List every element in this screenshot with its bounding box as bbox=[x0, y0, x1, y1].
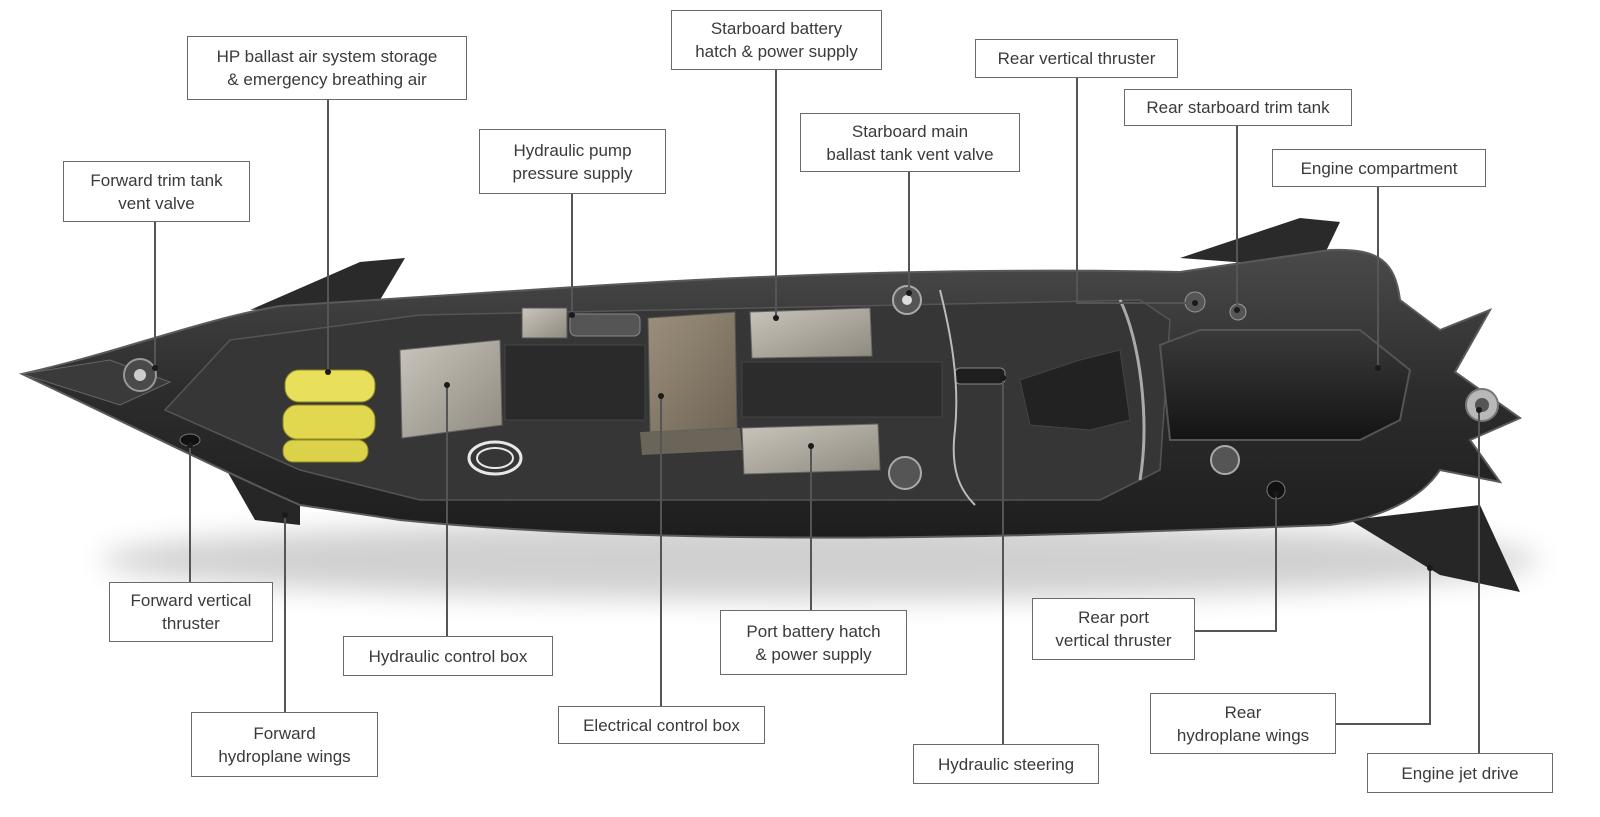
callout-line: Rear vertical thruster bbox=[997, 49, 1156, 68]
callout-line: hydroplane wings bbox=[218, 746, 351, 766]
callout-line: Port battery hatch bbox=[746, 621, 881, 641]
callout-line: Forward vertical bbox=[130, 591, 252, 610]
callout-forward-trim-tank-vent-valve: Forward trim tank vent valve bbox=[63, 161, 250, 222]
callout-line: Rear starboard trim tank bbox=[1146, 98, 1330, 117]
callout-line: hydroplane wings bbox=[1176, 725, 1310, 745]
equipment bbox=[123, 285, 1499, 506]
air-tank bbox=[282, 404, 376, 440]
callout-line: Starboard main bbox=[851, 121, 969, 141]
callout-port-battery-hatch: Port battery hatch & power supply bbox=[720, 610, 907, 675]
callout-line: Rear bbox=[1224, 702, 1262, 722]
callout-line: ballast tank vent valve bbox=[826, 144, 994, 164]
callout-rear-vertical-thruster: Rear vertical thruster bbox=[975, 39, 1178, 78]
callout-line: Electrical control box bbox=[583, 715, 740, 735]
hydraulic-steering-shape bbox=[954, 367, 1006, 385]
hydraulic-control-box-shape bbox=[399, 339, 503, 439]
callout-line: HP ballast air system storage bbox=[216, 47, 438, 66]
callout-line: Starboard battery bbox=[710, 19, 843, 38]
callout-line: Hydraulic pump bbox=[513, 140, 632, 160]
callout-engine-compartment: Engine compartment bbox=[1272, 149, 1486, 187]
air-tank bbox=[282, 439, 369, 463]
port-ballast-vent bbox=[888, 456, 922, 490]
leader-dots bbox=[152, 290, 1482, 571]
starboard-battery-hatch-shape bbox=[749, 307, 873, 359]
callout-starboard-main-ballast-vent: Starboard main ballast tank vent valve bbox=[800, 113, 1020, 172]
callout-line: & power supply bbox=[755, 644, 872, 664]
ground-shadow bbox=[100, 520, 1540, 600]
callout-hp-ballast-air-system: HP ballast air system storage & emergenc… bbox=[187, 36, 467, 100]
engine-compartment-shape bbox=[1158, 329, 1412, 441]
callout-hydraulic-steering: Hydraulic steering bbox=[913, 744, 1099, 784]
callout-line: Engine compartment bbox=[1300, 158, 1458, 178]
callout-line: Forward bbox=[253, 723, 316, 743]
callout-line: pressure supply bbox=[512, 163, 633, 183]
callout-electrical-control-box: Electrical control box bbox=[558, 706, 765, 744]
callout-hydraulic-pump-pressure-supply: Hydraulic pump pressure supply bbox=[479, 129, 666, 194]
callout-line: Hydraulic control box bbox=[368, 646, 528, 666]
rear-hydroplane-wing-shape bbox=[1350, 505, 1520, 592]
callout-rear-starboard-trim-tank: Rear starboard trim tank bbox=[1124, 89, 1352, 126]
hydraulic-pump bbox=[521, 307, 568, 339]
callout-forward-hydroplane-wings: Forward hydroplane wings bbox=[191, 712, 378, 777]
callout-engine-jet-drive: Engine jet drive bbox=[1367, 753, 1553, 793]
tubing-coil bbox=[467, 440, 523, 476]
air-tank bbox=[284, 369, 376, 403]
seat bbox=[1019, 349, 1131, 431]
callout-starboard-battery-hatch: Starboard battery hatch & power supply bbox=[671, 10, 882, 70]
callout-line: Rear port bbox=[1078, 608, 1149, 627]
electrical-control-box-shape bbox=[647, 311, 738, 433]
callout-line: hatch & power supply bbox=[695, 42, 858, 61]
callout-hydraulic-control-box: Hydraulic control box bbox=[343, 636, 553, 676]
callout-line: & emergency breathing air bbox=[227, 70, 427, 89]
callout-forward-vertical-thruster: Forward vertical thruster bbox=[109, 582, 273, 642]
callout-line: vertical thruster bbox=[1055, 631, 1172, 650]
callout-line: vent valve bbox=[118, 193, 195, 213]
callout-line: Hydraulic steering bbox=[937, 754, 1075, 774]
callout-line: thruster bbox=[162, 614, 220, 633]
callout-rear-hydroplane-wings: Rear hydroplane wings bbox=[1150, 693, 1336, 754]
callout-rear-port-vertical-thruster: Rear port vertical thruster bbox=[1032, 598, 1195, 660]
callout-line: Forward trim tank bbox=[90, 170, 223, 190]
callout-line: Engine jet drive bbox=[1401, 763, 1519, 783]
leader-lines bbox=[154, 70, 1480, 753]
